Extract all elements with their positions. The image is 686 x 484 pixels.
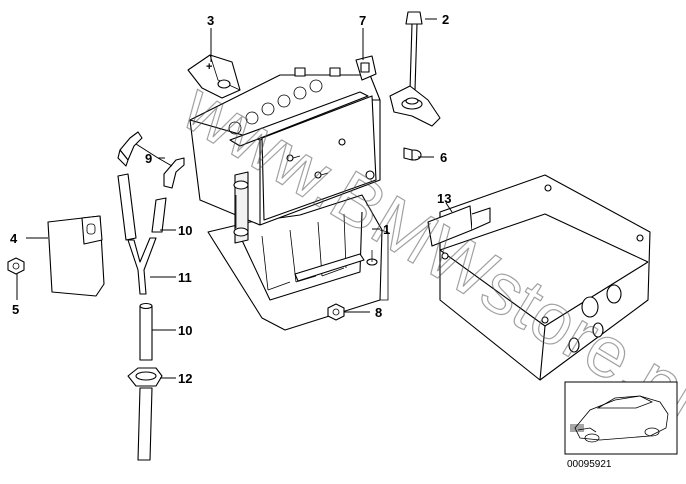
terminal-cover: + <box>187 54 241 99</box>
svg-text:+: + <box>206 61 212 73</box>
callout-5: 5 <box>12 302 19 317</box>
callout-8: 8 <box>375 305 382 320</box>
battery-tray <box>207 194 389 331</box>
reference-number: 00095921 <box>567 459 612 470</box>
callout-10-lower: 10 <box>178 323 192 338</box>
callout-1: 1 <box>383 222 390 237</box>
leader-lines <box>16 18 453 379</box>
callout-12: 12 <box>178 371 192 386</box>
vehicle-thumbnail <box>564 381 678 455</box>
callout-6: 6 <box>440 150 447 165</box>
bolt-part <box>403 147 422 161</box>
callout-13: 13 <box>437 191 451 206</box>
vent-hose-assembly <box>117 131 185 461</box>
callout-2: 2 <box>442 12 449 27</box>
callout-3: 3 <box>207 13 214 28</box>
hold-down-bolt <box>389 11 441 127</box>
callout-11: 11 <box>178 270 192 285</box>
hex-nut <box>7 257 25 275</box>
callout-4: 4 <box>10 231 18 246</box>
battery-box <box>427 174 651 381</box>
battery <box>189 67 381 244</box>
cover-plate <box>47 215 105 297</box>
nut-part <box>327 303 345 321</box>
callout-7: 7 <box>359 13 366 28</box>
callout-10-upper: 10 <box>178 223 192 238</box>
clip-part <box>355 55 377 81</box>
callout-9: 9 <box>145 151 152 166</box>
